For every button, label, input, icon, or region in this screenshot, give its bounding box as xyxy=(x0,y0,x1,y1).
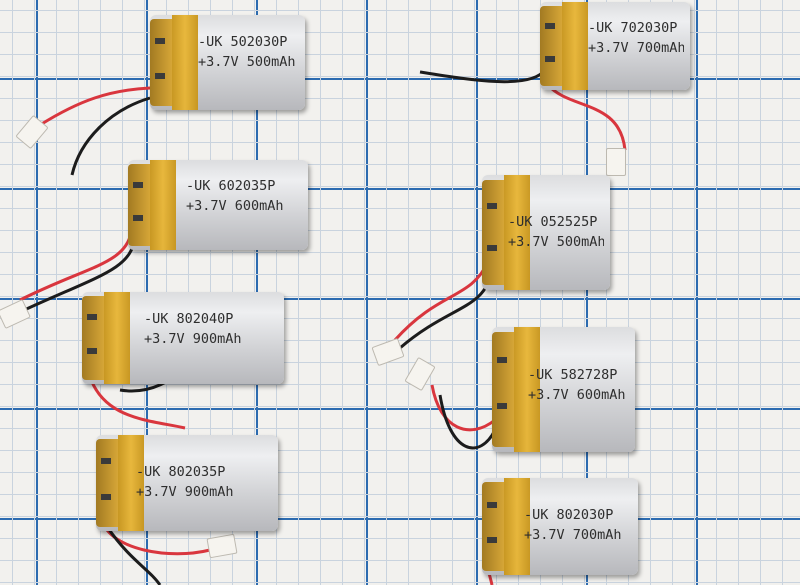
kapton-tape xyxy=(172,15,198,110)
protection-board xyxy=(150,18,172,107)
battery-spec: +3.7V 500mAh xyxy=(508,233,604,250)
battery-model: -UK 702030P xyxy=(588,19,678,36)
battery-spec: +3.7V 900mAh xyxy=(144,330,242,347)
battery-label: -UK 802030P +3.7V 700mAh xyxy=(524,505,632,545)
battery-052525p: -UK 052525P +3.7V 500mAh xyxy=(482,175,610,290)
battery-spec: +3.7V 700mAh xyxy=(524,527,622,544)
battery-model: -UK 502030P xyxy=(198,34,288,51)
protection-board xyxy=(96,438,118,528)
battery-502030p: -UK 502030P +3.7V 500mAh xyxy=(150,15,305,110)
protection-board xyxy=(492,332,514,447)
battery-spec: +3.7V 500mAh xyxy=(198,54,296,71)
battery-spec: +3.7V 700mAh xyxy=(588,39,684,56)
battery-label: -UK 582728P +3.7V 600mAh xyxy=(528,365,629,405)
protection-board xyxy=(540,5,562,87)
battery-spec: +3.7V 600mAh xyxy=(528,386,626,403)
protection-board xyxy=(482,179,504,286)
protection-board xyxy=(482,481,504,572)
kapton-tape xyxy=(118,435,144,531)
battery-802040p: -UK 802040P +3.7V 900mAh xyxy=(82,292,284,384)
battery-model: -UK 052525P xyxy=(508,213,598,230)
battery-label: -UK 602035P +3.7V 600mAh xyxy=(186,176,302,216)
kapton-tape xyxy=(504,478,530,575)
connector-plug xyxy=(606,148,626,176)
battery-702030p: -UK 702030P +3.7V 700mAh xyxy=(540,2,690,90)
battery-model: -UK 582728P xyxy=(528,366,618,383)
battery-802030p: -UK 802030P +3.7V 700mAh xyxy=(482,478,638,575)
kapton-tape xyxy=(504,175,530,290)
battery-model: -UK 802030P xyxy=(524,507,614,524)
battery-spec: +3.7V 900mAh xyxy=(136,483,234,500)
battery-602035p: -UK 602035P +3.7V 600mAh xyxy=(128,160,308,250)
kapton-tape xyxy=(104,292,130,384)
battery-label: -UK 702030P +3.7V 700mAh xyxy=(588,18,684,58)
battery-label: -UK 802040P +3.7V 900mAh xyxy=(144,309,278,349)
battery-model: -UK 802035P xyxy=(136,463,226,480)
battery-label: -UK 052525P +3.7V 500mAh xyxy=(508,212,604,252)
battery-802035p: -UK 802035P +3.7V 900mAh xyxy=(96,435,278,531)
kapton-tape xyxy=(150,160,176,250)
kapton-tape xyxy=(514,327,540,452)
protection-board xyxy=(128,163,150,247)
battery-spec: +3.7V 600mAh xyxy=(186,198,284,215)
battery-label: -UK 502030P +3.7V 500mAh xyxy=(198,32,299,72)
battery-model: -UK 802040P xyxy=(144,310,234,327)
kapton-tape xyxy=(562,2,588,90)
battery-582728p: -UK 582728P +3.7V 600mAh xyxy=(492,327,635,452)
protection-board xyxy=(82,295,104,381)
battery-label: -UK 802035P +3.7V 900mAh xyxy=(136,462,272,502)
battery-model: -UK 602035P xyxy=(186,178,276,195)
